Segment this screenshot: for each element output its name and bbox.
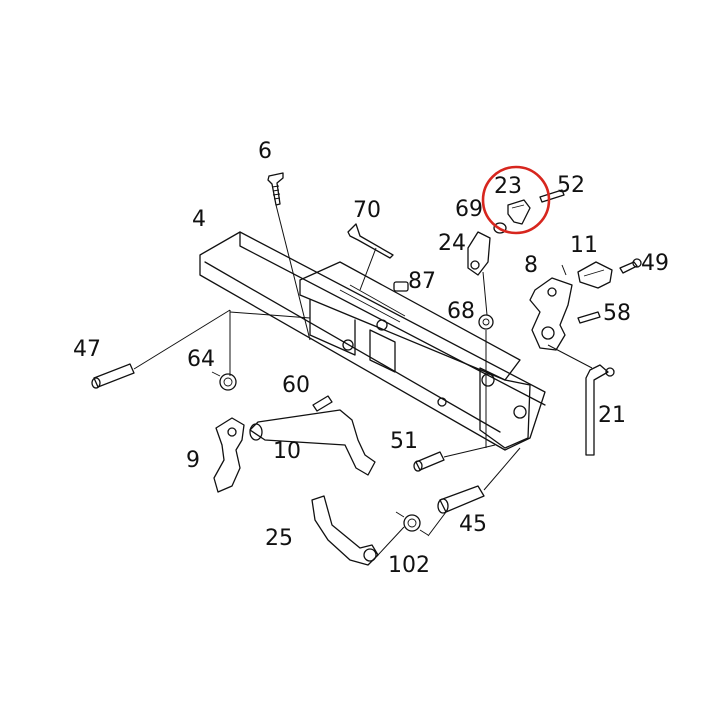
screw-part-49 <box>619 258 642 274</box>
part-8 <box>529 277 573 351</box>
label-9: 9 <box>186 448 200 473</box>
label-6: 6 <box>258 139 272 164</box>
part-10 <box>249 409 376 476</box>
part-labels: 4 6 70 69 23 52 24 87 11 8 49 68 58 47 6… <box>73 139 669 578</box>
leader-lines <box>133 204 593 556</box>
label-58: 58 <box>603 301 631 326</box>
label-51: 51 <box>390 429 418 454</box>
label-8: 8 <box>524 253 538 278</box>
pin-part-60 <box>312 395 333 412</box>
spring-part-64 <box>211 371 237 391</box>
label-70: 70 <box>353 198 381 223</box>
ring-part-69 <box>493 222 507 234</box>
frame-part <box>199 231 546 451</box>
label-4: 4 <box>192 207 206 232</box>
label-68: 68 <box>447 299 475 324</box>
label-10: 10 <box>273 439 301 464</box>
label-60: 60 <box>282 373 310 398</box>
spring-part-70 <box>347 223 394 259</box>
spring-part-21 <box>585 364 615 456</box>
part-11 <box>577 261 613 289</box>
label-69: 69 <box>455 197 483 222</box>
highlight-circle <box>481 165 551 235</box>
label-52: 52 <box>557 173 585 198</box>
label-11: 11 <box>570 233 598 258</box>
pin-part-58 <box>577 311 601 324</box>
part-23 <box>507 199 531 225</box>
part-68 <box>478 314 494 330</box>
pin-part-45 <box>437 485 485 514</box>
label-45: 45 <box>459 512 487 537</box>
label-87: 87 <box>408 269 436 294</box>
label-21: 21 <box>598 403 626 428</box>
pin-part-52 <box>539 189 565 203</box>
label-49: 49 <box>641 251 669 276</box>
spring-part-102 <box>395 511 429 536</box>
part-25 <box>311 495 379 566</box>
screw-part-6 <box>267 172 284 206</box>
label-102: 102 <box>388 553 430 578</box>
pin-part-51 <box>413 451 445 472</box>
trigger-part-9 <box>213 417 245 493</box>
part-24 <box>467 231 491 276</box>
pin-part-87 <box>393 281 409 292</box>
label-25: 25 <box>265 526 293 551</box>
label-23: 23 <box>494 174 522 199</box>
pin-part-47 <box>91 363 135 389</box>
label-24: 24 <box>438 231 466 256</box>
label-64: 64 <box>187 347 215 372</box>
label-47: 47 <box>73 337 101 362</box>
